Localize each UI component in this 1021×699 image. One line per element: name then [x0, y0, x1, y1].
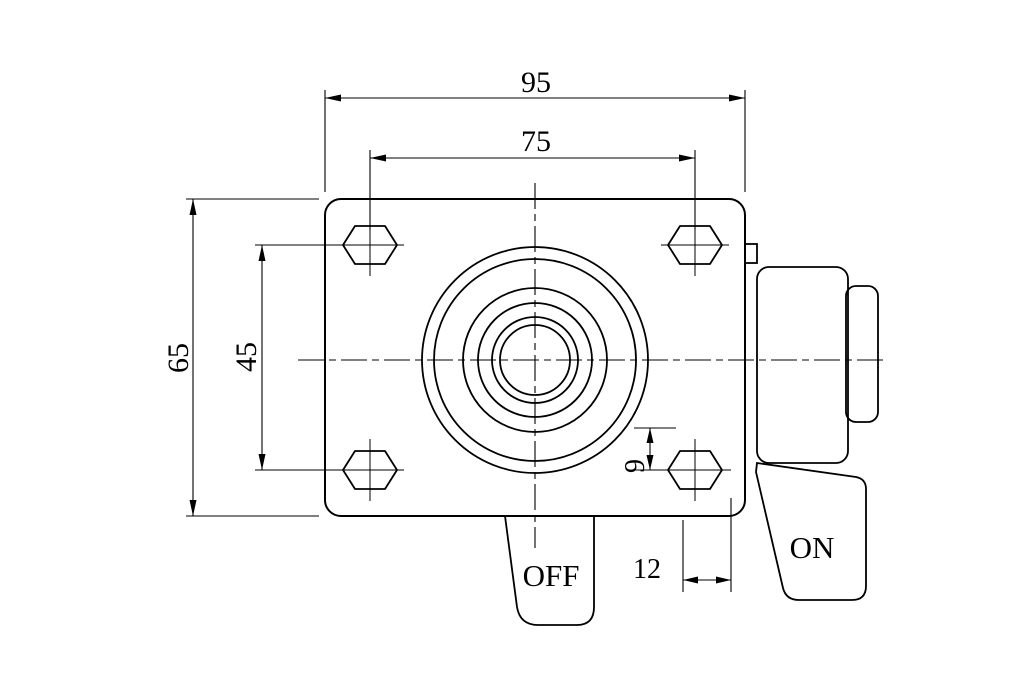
- arrowhead: [258, 454, 266, 470]
- dimension-65: 65: [162, 198, 319, 517]
- bearing-circle-bore: [499, 324, 571, 396]
- bolt-hole-bottom-right: [661, 439, 731, 501]
- arrowhead: [258, 245, 266, 261]
- pedal-off-outline: [503, 515, 595, 626]
- pedal-off-label: OFF: [523, 558, 580, 593]
- pedal-on-outline: [755, 461, 867, 601]
- arrowhead: [189, 199, 197, 215]
- arrowhead: [646, 455, 654, 470]
- dim-45-label: 45: [230, 342, 263, 372]
- arrowhead: [729, 94, 745, 102]
- dimension-95: 95: [324, 66, 746, 192]
- swivel-bearing: [421, 246, 649, 474]
- arrowhead: [189, 500, 197, 516]
- wheel-hub-side: [845, 285, 879, 423]
- dimension-75: 75: [369, 125, 696, 230]
- dim-65-label: 65: [162, 343, 195, 373]
- dim-75-label: 75: [521, 125, 551, 158]
- arrowhead: [683, 576, 698, 584]
- pedal-on-label: ON: [790, 530, 835, 565]
- dimension-45: 45: [230, 244, 336, 471]
- arrowhead: [646, 428, 654, 443]
- bearing-circle-3: [462, 287, 608, 433]
- dim-95-label: 95: [521, 66, 551, 99]
- dim-9-label: 9: [620, 459, 651, 473]
- pedal-off: OFF: [503, 515, 595, 626]
- arrowhead: [325, 94, 341, 102]
- bearing-circle-2: [433, 258, 637, 462]
- dim-12-label: 12: [633, 554, 661, 585]
- arrowhead: [679, 154, 695, 162]
- bearing-circle-outer: [421, 246, 649, 474]
- bearing-circle-5: [491, 316, 579, 404]
- brake-housing: [744, 243, 879, 464]
- bearing-circle-4: [477, 302, 593, 418]
- dimension-9: 9: [620, 427, 676, 473]
- arrowhead: [716, 576, 731, 584]
- pedal-on: ON: [755, 461, 867, 601]
- dimension-12: 12: [633, 498, 732, 592]
- housing-body: [756, 266, 849, 464]
- housing-latch: [744, 243, 758, 264]
- arrowhead: [370, 154, 386, 162]
- center-lines: [298, 183, 888, 548]
- bolt-hole-bottom-left: [336, 439, 404, 501]
